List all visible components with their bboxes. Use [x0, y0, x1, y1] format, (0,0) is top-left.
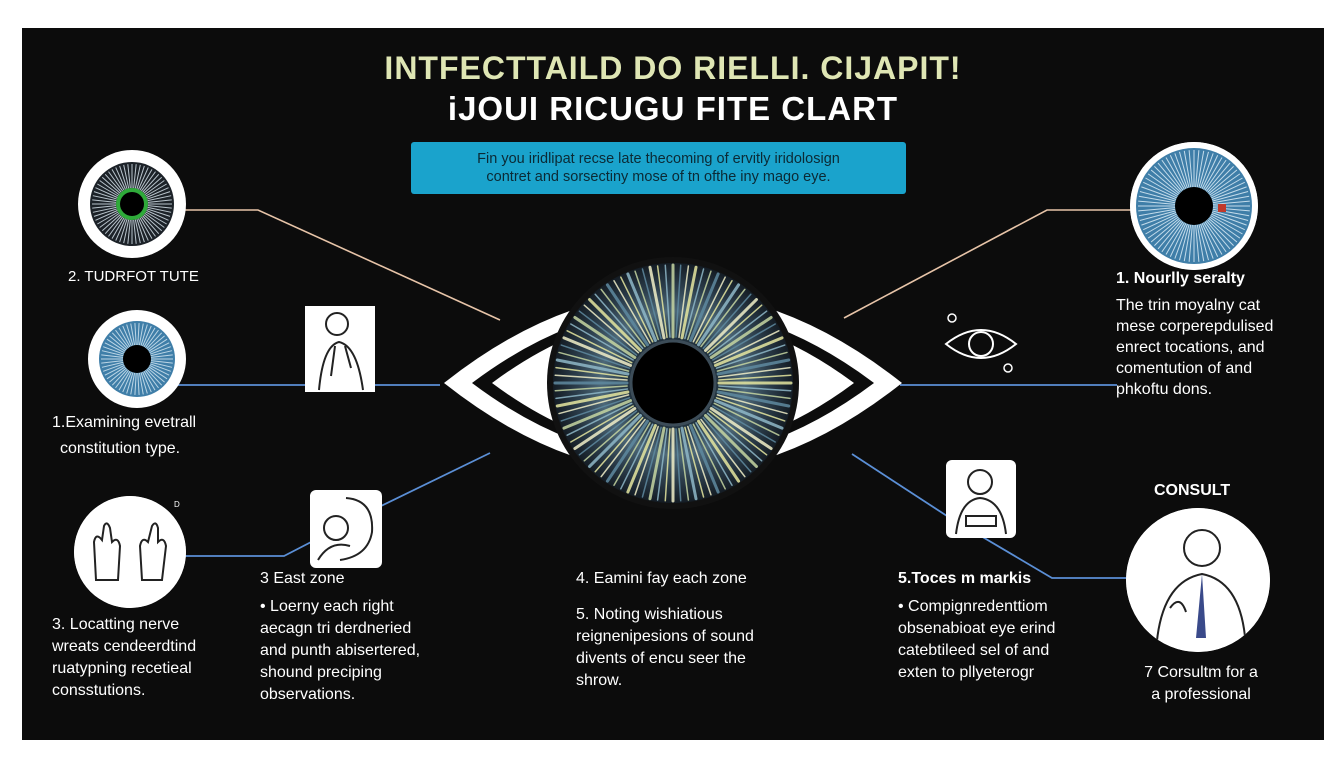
- hands-icon: [74, 496, 186, 608]
- zone3-line-1: • Loerny each right: [260, 598, 394, 615]
- left-mid-line-2: constitution type.: [60, 440, 181, 457]
- left-bottom-text: 3. Locatting nerve wreats cendeerdtind r…: [52, 614, 196, 702]
- connector-bottom-right: [851, 453, 1126, 579]
- zone3-line-5: observations.: [260, 686, 356, 703]
- title-line-1: INTFECTTAILD DO RIELLI. CIJAPIT!: [384, 50, 962, 86]
- consult-text: 7 Corsultm for a a professional: [1126, 662, 1276, 706]
- zone3-line-4: shound preciping: [260, 664, 382, 681]
- center-line-1: 5. Noting wishiatious: [576, 606, 723, 623]
- marks-text: 5.Toces m markis • Compignredenttiom obs…: [898, 568, 1055, 684]
- marks-line-2: obsenabioat eye erind: [898, 620, 1056, 637]
- right-line-4: comentution of and: [1116, 360, 1253, 377]
- marks-heading: 5.Toces m markis: [898, 570, 1032, 587]
- iris-icon-mid-left: [88, 310, 186, 408]
- right-line-5: phkoftu dons.: [1116, 381, 1213, 398]
- marks-line-4: exten to pllyeterogr: [898, 664, 1035, 681]
- consult-label: CONSULT: [1154, 482, 1231, 499]
- marks-line-1: • Compignredenttiom: [898, 598, 1048, 615]
- intro-banner: Fin you iridlipat recse late thecoming o…: [411, 142, 906, 194]
- right-heading: 1. Nourlly seralty: [1116, 270, 1245, 287]
- zone3-text: 3 East zone • Loerny each right aecagn t…: [260, 568, 420, 706]
- connector-top-right: [843, 209, 1132, 319]
- central-eye-icon: [444, 257, 902, 509]
- left-bottom-line-1: 3. Locatting nerve: [52, 616, 180, 633]
- iris-icon-top-left: [78, 150, 186, 258]
- left-bottom-line-3: ruatypning recetieal: [52, 660, 192, 677]
- person-thinking-icon: [305, 306, 375, 392]
- zone3-line-3: and punth abisertered,: [260, 642, 421, 659]
- hands-mark: D: [174, 500, 180, 509]
- person-listening-icon: [310, 490, 382, 568]
- consult-line-1: 7 Corsultm for a: [1144, 664, 1258, 681]
- infographic-canvas: INTFECTTAILD DO RIELLI. CIJAPIT! iJOUI R…: [22, 28, 1324, 740]
- right-text: 1. Nourlly seralty The trin moyalny cat …: [1116, 268, 1273, 400]
- iris-icon-top-right: [1130, 142, 1258, 270]
- center-heading: 4. Eamini fay each zone: [576, 570, 747, 587]
- zone3-heading: 3 East zone: [260, 570, 345, 587]
- banner-line-2: contret and sorsectiny mose of tn ofthe …: [486, 169, 831, 185]
- right-line-3: enrect tocations, and: [1116, 339, 1265, 356]
- person-writing-icon: [946, 460, 1016, 538]
- center-line-4: shrow.: [576, 672, 623, 689]
- left-bottom-line-4: consstutions.: [52, 682, 146, 699]
- right-line-2: mese corperepdulised: [1116, 318, 1274, 335]
- right-line-1: The trin moyalny cat: [1116, 297, 1261, 314]
- marks-line-3: catebtileed sel of and: [898, 642, 1050, 659]
- zone3-line-2: aecagn tri derdneried: [260, 620, 412, 637]
- center-line-2: reignenipesions of sound: [576, 628, 754, 645]
- left-top-label: 2. TUDRFOT TUTE: [68, 268, 199, 285]
- center-line-3: divents of encu seer the: [576, 650, 746, 667]
- consult-line-2: a professional: [1151, 686, 1251, 703]
- eye-outline-icon: [944, 313, 1018, 373]
- pupil: [629, 339, 717, 427]
- left-mid-line-1: 1.Examining evetrall: [52, 414, 197, 431]
- title-line-2: iJOUI RICUGU FITE CLART: [447, 90, 899, 127]
- left-mid-text: 1.Examining evetrall constitution type.: [52, 412, 196, 460]
- banner-line-1: Fin you iridlipat recse late thecoming o…: [477, 151, 840, 167]
- connector-top-left: [182, 209, 501, 321]
- doctor-icon: [1126, 508, 1270, 652]
- center-text: 4. Eamini fay each zone 5. Noting wishia…: [576, 568, 754, 692]
- left-bottom-line-2: wreats cendeerdtind: [52, 638, 197, 655]
